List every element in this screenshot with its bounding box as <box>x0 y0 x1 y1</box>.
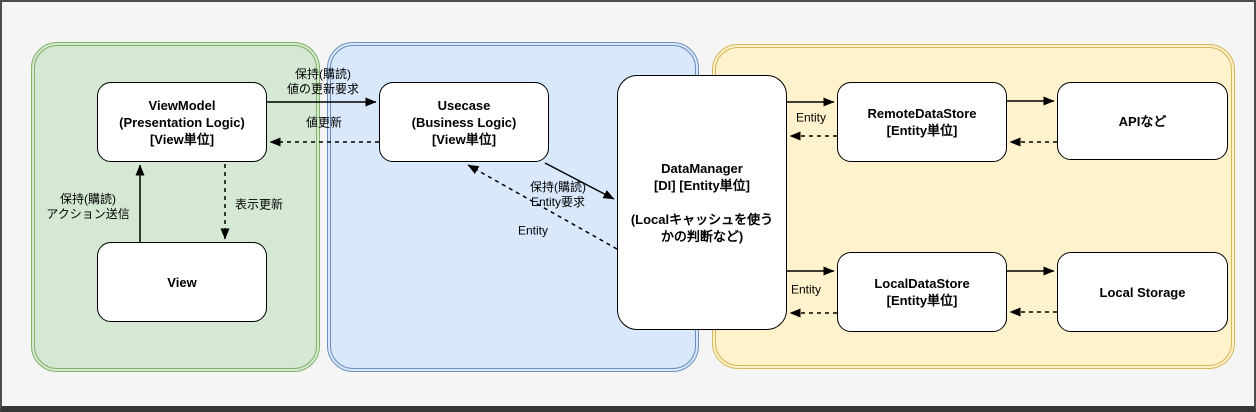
edge-label-entity-remote: Entity <box>795 110 827 125</box>
node-usecase: Usecase (Business Logic) [View単位] <box>379 82 549 162</box>
edge-label-entity-to-usecase: Entity <box>517 223 549 238</box>
node-view: View <box>97 242 267 322</box>
edge-label-hold-subscribe-action-send: 保持(購読) アクション送信 <box>46 192 130 221</box>
edge-label-entity-local: Entity <box>790 282 822 297</box>
node-localstorage: Local Storage <box>1057 252 1228 332</box>
node-remotedatastore: RemoteDataStore [Entity単位] <box>837 82 1007 162</box>
node-localdatastore: LocalDataStore [Entity単位] <box>837 252 1007 332</box>
edge-label-hold-subscribe-value-request: 保持(購読) 値の更新要求 <box>286 67 360 96</box>
node-api: APIなど <box>1057 82 1228 160</box>
edge-label-hold-subscribe-entity-request: 保持(購読) Entity要求 <box>530 180 586 209</box>
node-datamanager: DataManager [DI] [Entity単位] (Localキャッシュを… <box>617 75 787 330</box>
node-viewmodel: ViewModel (Presentation Logic) [View単位] <box>97 82 267 162</box>
edge-label-display-update: 表示更新 <box>234 197 284 212</box>
edge-label-value-update: 値更新 <box>305 115 343 130</box>
